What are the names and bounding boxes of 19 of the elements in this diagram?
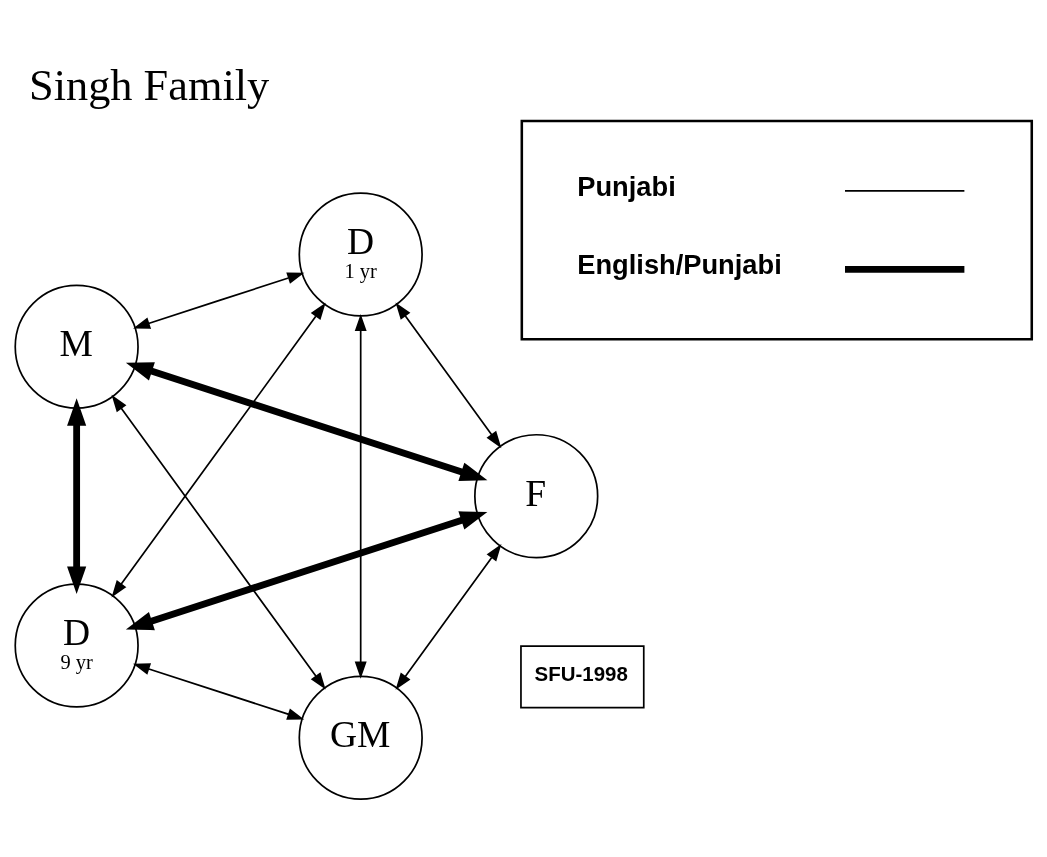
arrow xyxy=(395,302,502,449)
node-circle: D 9 yr xyxy=(14,583,139,708)
arrow xyxy=(125,362,488,481)
arrow xyxy=(111,302,326,598)
node-circle: D 1 yr xyxy=(298,192,423,317)
label: SFU-1998 xyxy=(534,661,628,685)
node-circle: M xyxy=(14,284,139,410)
legend-label: Punjabi xyxy=(577,170,676,202)
arrow xyxy=(125,511,488,631)
node-circle: F xyxy=(474,433,599,559)
arrow xyxy=(111,394,326,690)
arrow xyxy=(354,314,367,679)
arrow xyxy=(67,398,87,594)
arrow xyxy=(133,272,305,329)
node-circle: GM xyxy=(298,675,423,801)
diagram-title: Singh Family xyxy=(29,60,270,111)
legend-label: English/Punjabi xyxy=(577,249,782,281)
arrow xyxy=(395,544,502,690)
arrow xyxy=(132,663,305,720)
